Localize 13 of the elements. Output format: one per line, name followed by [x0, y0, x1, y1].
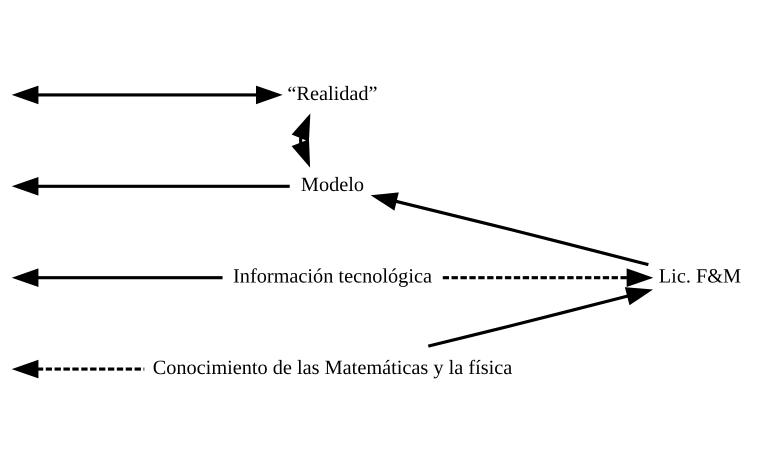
arrow — [370, 192, 648, 266]
arrow — [442, 268, 653, 288]
node-text: Modelo — [300, 174, 364, 196]
node-text: Conocimiento de las Matemáticas y la física — [152, 356, 512, 379]
node-text: Lic. F&M — [658, 266, 741, 288]
arrow — [291, 113, 310, 168]
node-text: Información tecnológica — [232, 266, 432, 288]
arrow — [11, 360, 144, 378]
arrow — [427, 287, 653, 348]
arrow — [11, 268, 222, 288]
node-text: “Realidad” — [286, 82, 378, 105]
arrow — [11, 176, 290, 196]
arrow — [11, 86, 282, 104]
